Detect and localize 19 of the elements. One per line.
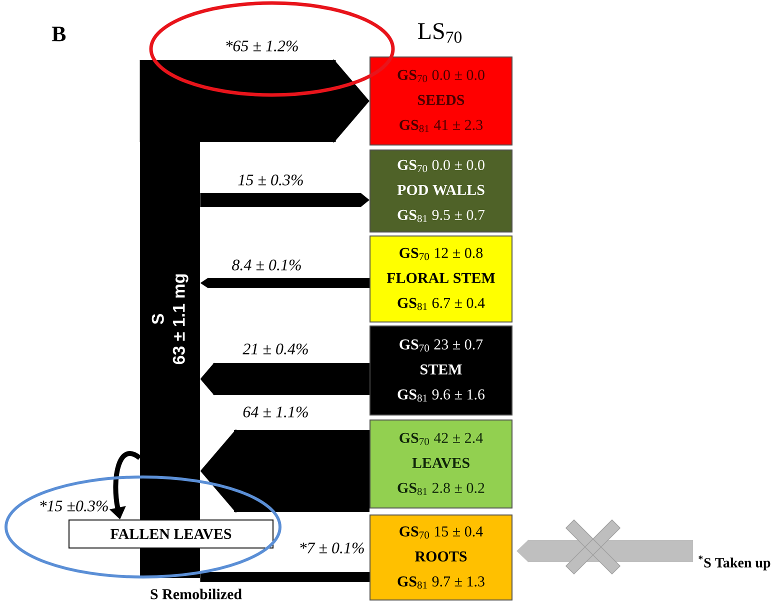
organ-box: GS$_{70}$ 42 ± 2.4 LEAVES GS$_{81}$ 2.8 ± 0.2 (370, 420, 512, 508)
edge-label: 64 ± 1.1% (243, 406, 308, 418)
organ-box: GS$_{70}$ 0.0 ± 0.0 POD WALLS GS$_{81}$ 9.5 ± 0.7 (370, 150, 512, 232)
node-label: 63 ± 1.1 mg (172, 274, 188, 364)
edge-label: 8.4 ± 0.1% (232, 260, 301, 270)
edge-label: *15 ±0.3% (40, 500, 108, 512)
edge-label: *65 ± 1.2% (226, 40, 298, 52)
edge-label: *7 ± 0.1% (300, 542, 364, 554)
organ-box: GS$_{70}$ 12 ± 0.8 FLORAL STEM GS$_{81}$ 6.7 ± 0.4 (370, 236, 512, 322)
panel-letter: B (52, 26, 66, 42)
organ-box: GS$_{70}$ 0.0 ± 0.0 SEEDS GS$_{81}$ 41 ± 2.3 (370, 56, 512, 146)
edge-label: 21 ± 0.4% (242, 344, 308, 354)
node-label: S (152, 314, 164, 324)
organ-box: GS$_{70}$ 23 ± 0.7 STEM GS$_{81}$ 9.6 ± 1.6 (370, 326, 512, 416)
edge-label: 15 ± 0.3% (238, 174, 303, 186)
organ-box: GS$_{70}$ 15 ± 0.4 ROOTS GS$_{81}$ 9.7 ± 1.3 (370, 514, 512, 600)
label-box: FALLEN LEAVES (68, 520, 274, 548)
note-text: $^{*}$S Taken up (698, 556, 770, 570)
caption-text: S Remobilized (150, 588, 242, 600)
